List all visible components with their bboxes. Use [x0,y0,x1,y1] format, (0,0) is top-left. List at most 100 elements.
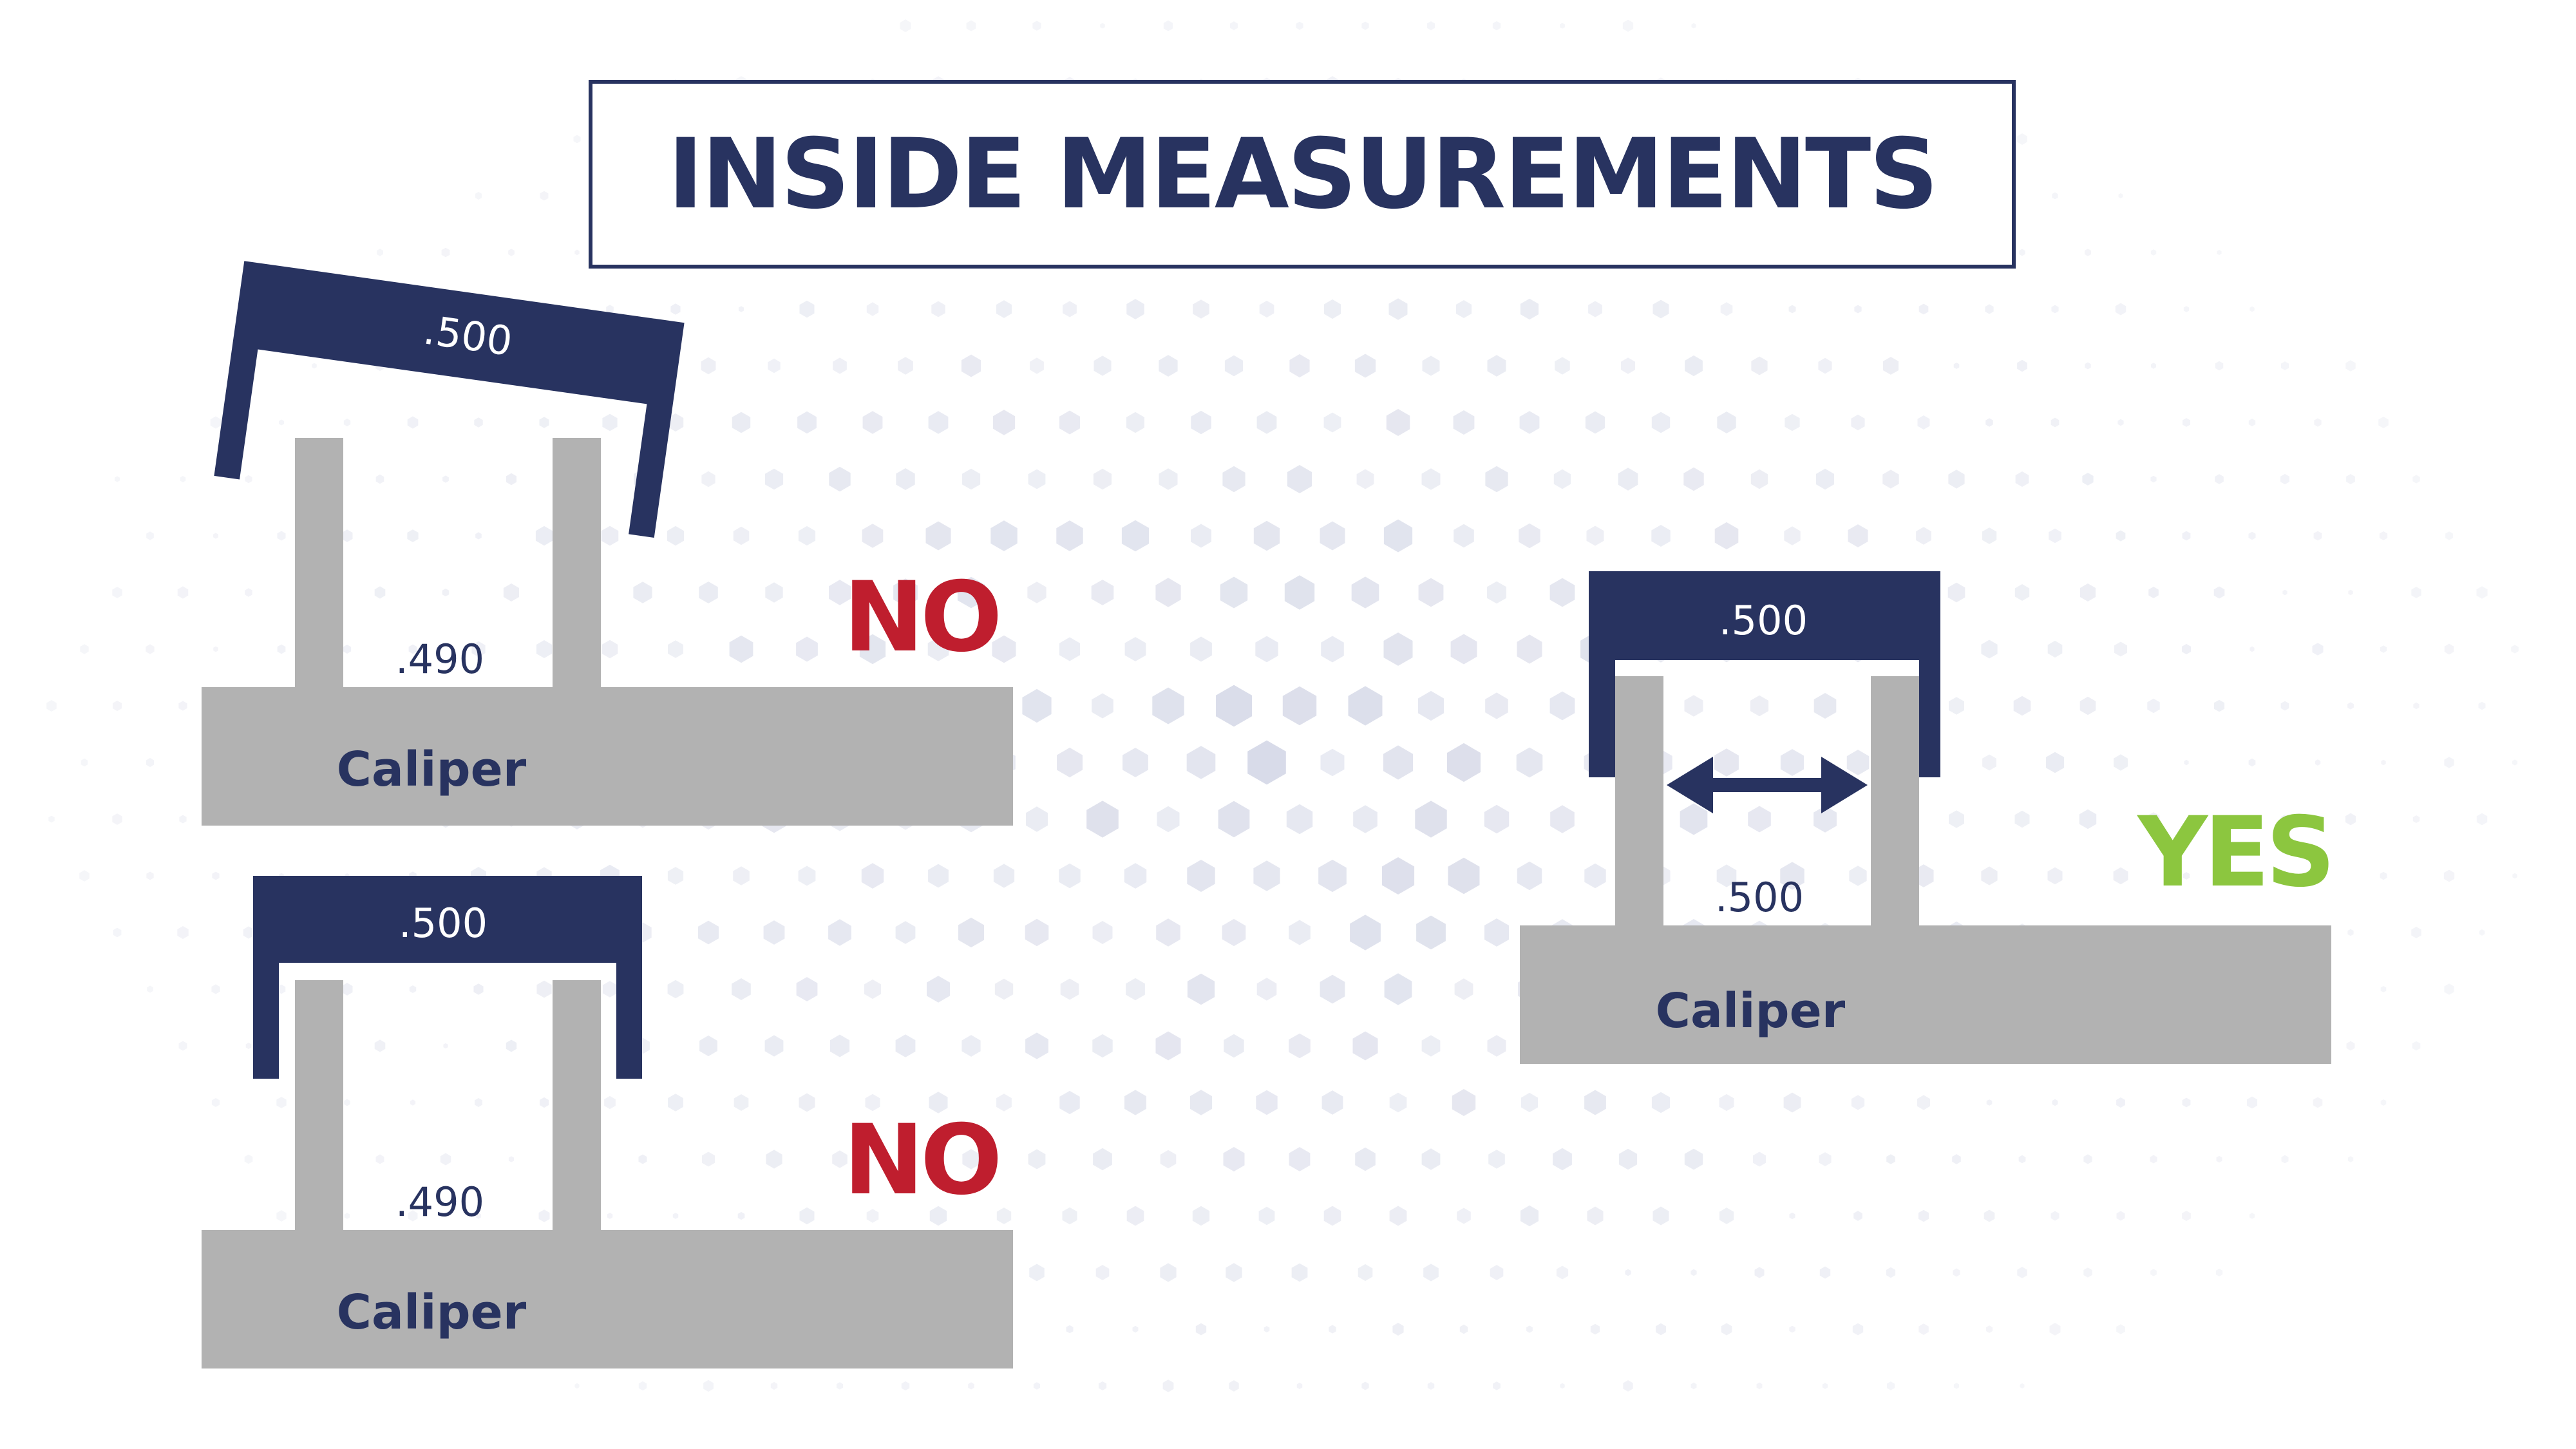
hex-dot [2249,1213,2255,1219]
hex-dot [1423,1264,1439,1282]
hex-dot [1453,410,1475,435]
hex-dot [1819,1152,1832,1166]
hex-dot [1186,746,1216,779]
hex-dot [1415,800,1447,838]
hex-dot [2213,586,2225,599]
hex-dot [1289,920,1311,945]
hex-dot [2183,306,2190,312]
hex-dot [1560,23,1565,29]
hex-dot [442,475,449,483]
hex-dot [672,1213,679,1219]
hex-dot [638,1154,647,1164]
hex-dot [277,984,286,994]
hex-dot [898,357,913,375]
hex-dot [2348,589,2353,596]
hex-dot [1785,413,1800,431]
hex-dot [733,866,750,886]
hex-dot [929,1206,947,1226]
hex-dot [833,357,847,374]
hex-dot [1780,749,1804,776]
hex-dot [1321,636,1344,663]
hex-dot [2347,702,2354,710]
hex-dot [1680,803,1708,835]
hex-dot [798,526,816,546]
hex-dot [1224,1034,1244,1058]
caliper-label: Caliper [337,742,527,797]
hex-dot [2182,643,2191,655]
hex-dot [112,587,122,598]
hex-dot [2478,701,2486,710]
hex-dot [893,578,918,607]
hex-dot [1022,688,1052,723]
hex-dot [344,1099,350,1106]
hex-dot [1152,687,1184,724]
hex-dot [2183,872,2190,880]
hex-dot [440,1153,451,1166]
hex-dot [1853,1211,1862,1221]
hex-dot [573,135,581,144]
hex-dot [1256,978,1277,1001]
caliper-label: Caliper [337,1285,527,1340]
hex-dot [1124,1090,1146,1115]
hex-dot [2249,646,2255,652]
hex-dot [667,526,685,546]
hex-dot [895,1034,916,1057]
hex-dot [1226,1263,1242,1282]
hex-dot [1684,695,1703,717]
hex-dot [1025,918,1049,947]
hex-dot [602,981,618,998]
hex-dot [1189,1090,1213,1115]
hex-dot [1296,21,1303,30]
hex-dot [732,412,751,433]
hex-dot [992,635,1016,663]
hex-dot [2216,815,2222,823]
hex-dot [1517,861,1542,891]
hex-dot [796,977,818,1001]
hex-dot [276,1097,287,1108]
hex-dot [1519,523,1540,549]
hex-dot [1230,21,1238,30]
hex-dot [1027,582,1046,603]
hex-dot [1320,748,1345,777]
hex-dot [738,306,744,312]
hex-dot [829,1034,850,1057]
hex-dot [1320,521,1345,551]
hex-dot [1323,1206,1341,1226]
hex-dot [1952,1154,1961,1164]
hex-dot [1092,693,1113,719]
hex-dot [1948,469,1965,489]
hex-dot [1690,1382,1697,1390]
caliper-label: Caliper [1656,983,1846,1039]
hex-dot [1585,411,1605,434]
hex-dot [1586,526,1604,546]
hex-dot [46,700,57,712]
hex-dot [895,921,916,944]
hex-dot [2215,361,2224,371]
hex-dot [1026,806,1048,832]
hex-dot [341,529,353,542]
hex-dot [1985,304,1994,314]
hex-dot [1814,693,1837,719]
hex-dot [1193,299,1209,319]
hex-dot [1886,1267,1896,1278]
hex-dot [1348,686,1383,726]
hex-dot [1918,1323,1929,1335]
hex-dot [1851,414,1865,431]
hex-dot [245,475,252,484]
hex-dot [1587,1206,1604,1226]
hex-dot [1623,1380,1633,1392]
hex-dot [1716,864,1737,887]
hex-dot [2017,359,2027,372]
hex-dot [861,863,884,889]
hex-dot [475,532,482,540]
hex-dot [2313,871,2322,881]
hex-dot [1030,357,1044,374]
hex-dot [1160,1150,1177,1169]
hex-dot [1029,1264,1045,1282]
hex-dot [797,411,817,434]
hex-dot [798,866,816,886]
hex-dot [1714,748,1739,777]
hex-dot [1159,468,1178,490]
hex-dot [957,576,985,609]
hex-dot [1383,745,1413,780]
